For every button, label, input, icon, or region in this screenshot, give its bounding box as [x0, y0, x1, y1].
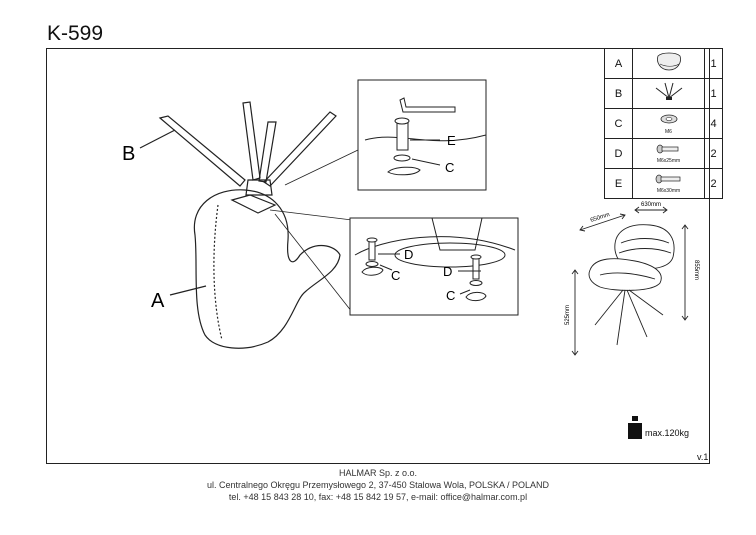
leg-2 — [242, 101, 261, 181]
parts-row: D M6x25mm 2 — [604, 138, 723, 169]
part-caption: M6 — [665, 129, 672, 135]
footer: HALMAR Sp. z o.o. ul. Centralnego Okręgu… — [0, 467, 756, 503]
part-qty: 4 — [704, 108, 723, 139]
dimension-drawing: 650mm 630mm 855mm 525mm — [565, 202, 699, 356]
bolt-icon — [656, 144, 678, 154]
parts-row: E M6x30mm 2 — [604, 168, 723, 199]
footer-contact: tel. +48 15 843 28 10, fax: +48 15 842 1… — [228, 492, 528, 502]
dim-depth: 650mm — [590, 212, 611, 224]
part-qty: 2 — [704, 138, 723, 169]
part-qty: 1 — [704, 78, 723, 109]
assembly-drawing: B A E C D C D C — [122, 79, 519, 349]
bolt-icon — [655, 174, 680, 184]
dim-seat-height: 525mm — [565, 305, 571, 325]
leg-4 — [263, 111, 337, 187]
detail-bottom-label-d-left: D — [404, 247, 413, 262]
instruction-frame — [46, 48, 710, 464]
footer-address: ul. Centralnego Okręgu Przemysłowego 2, … — [206, 480, 549, 490]
part-letter: C — [604, 108, 633, 139]
detail-box-top — [357, 79, 487, 191]
label-a: A — [151, 290, 165, 312]
dim-width: 630mm — [641, 202, 661, 208]
leg-1 — [158, 115, 246, 187]
part-letter: D — [604, 138, 633, 169]
chair-seat-icon — [656, 52, 681, 71]
leg-3 — [258, 121, 277, 183]
detail-bottom-label-c-right: C — [446, 288, 455, 303]
weight-icon — [628, 416, 642, 439]
part-qty: 1 — [704, 48, 723, 79]
part-qty: 2 — [704, 168, 723, 199]
detail-top-label-e: E — [447, 133, 456, 148]
part-letter: B — [604, 78, 633, 109]
dim-height: 855mm — [693, 260, 699, 280]
parts-row: C M6 4 — [604, 108, 723, 139]
parts-row: B 1 — [604, 78, 723, 109]
label-b: B — [122, 143, 135, 165]
detail-box-bottom — [349, 217, 519, 316]
parts-row: A 1 — [604, 48, 723, 79]
part-caption: M6x25mm — [656, 158, 681, 164]
detail-bottom-label-d-right: D — [443, 264, 452, 279]
parts-table: A 1 B 1 C M6 4 D M6x25mm 2 E M6x30mm — [604, 48, 723, 199]
part-letter: A — [604, 48, 633, 79]
detail-bottom-label-c-left: C — [391, 268, 400, 283]
max-load-label: max.120kg — [645, 428, 690, 438]
version-label: v.1 — [697, 452, 709, 462]
footer-company: HALMAR Sp. z o.o. — [338, 468, 418, 478]
part-letter: E — [604, 168, 633, 199]
washer-icon — [660, 114, 677, 124]
detail-top-label-c: C — [445, 160, 454, 175]
seat-shape — [193, 189, 341, 349]
star-base-icon — [655, 82, 682, 100]
page-title: K-599 — [47, 22, 104, 45]
part-caption: M6x30mm — [656, 188, 681, 194]
chair-seat — [588, 258, 662, 291]
